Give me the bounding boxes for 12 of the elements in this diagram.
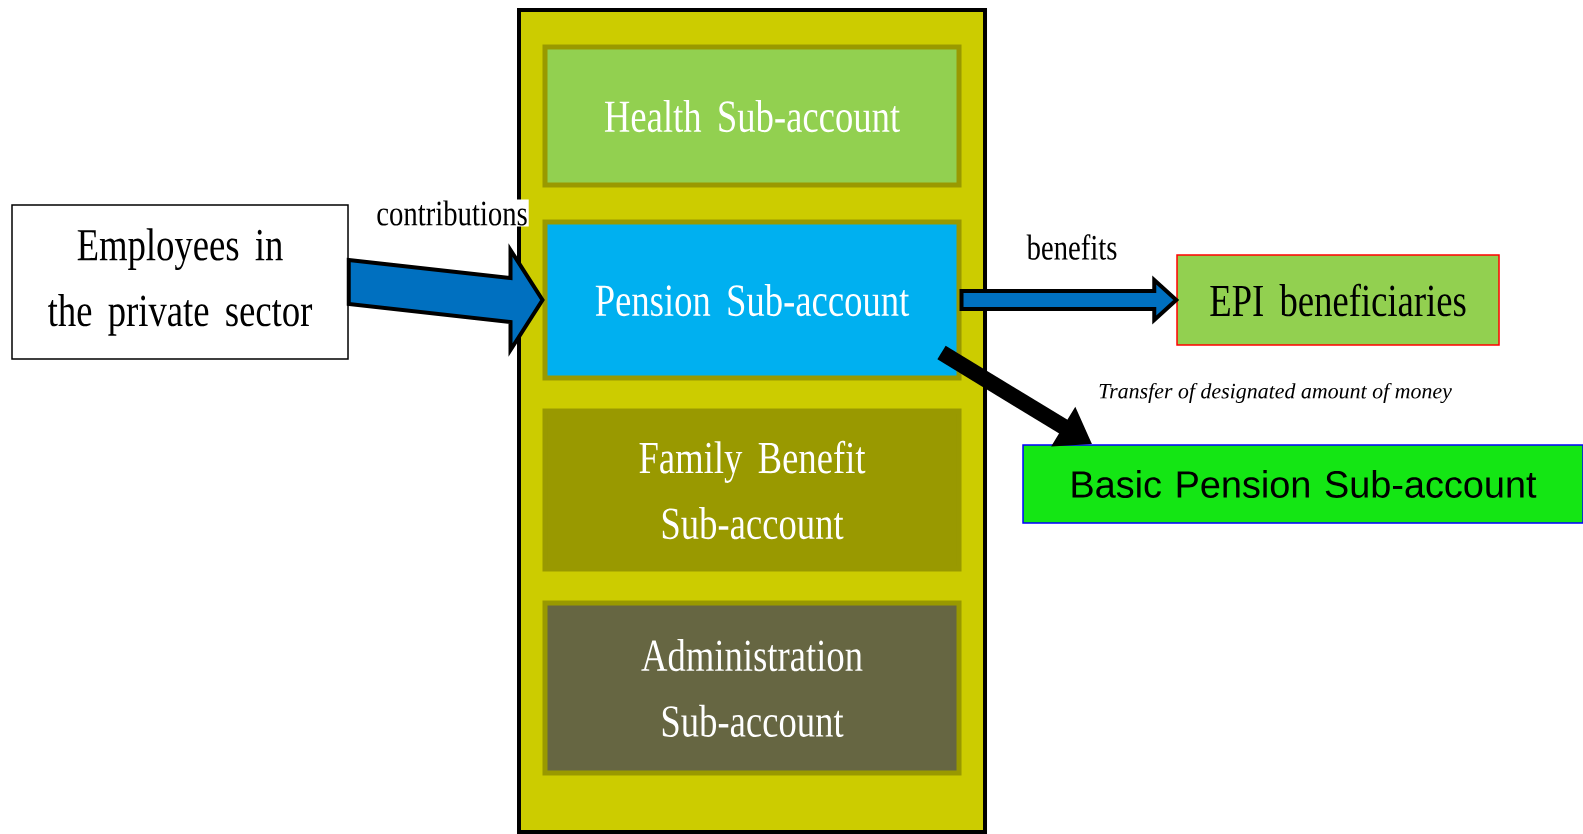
account-box: Administration Sub-account: [542, 600, 962, 776]
edge-label: contributions: [375, 199, 529, 227]
block-arrow: [959, 275, 1180, 325]
block-arrow: [346, 243, 545, 357]
target-box: Basic Pension Sub-account: [1022, 444, 1583, 524]
account-box: Family Benefit Sub-account: [542, 408, 962, 572]
edge-label: benefits: [1025, 233, 1119, 261]
account-box: Pension Sub-account: [542, 219, 962, 381]
account-box: Health Sub-account: [542, 44, 962, 188]
target-box: EPI beneficiaries: [1176, 254, 1500, 346]
edge-label: Transfer of designated amount of money: [1097, 381, 1453, 405]
source-box: Employees in the private sector: [11, 204, 349, 360]
